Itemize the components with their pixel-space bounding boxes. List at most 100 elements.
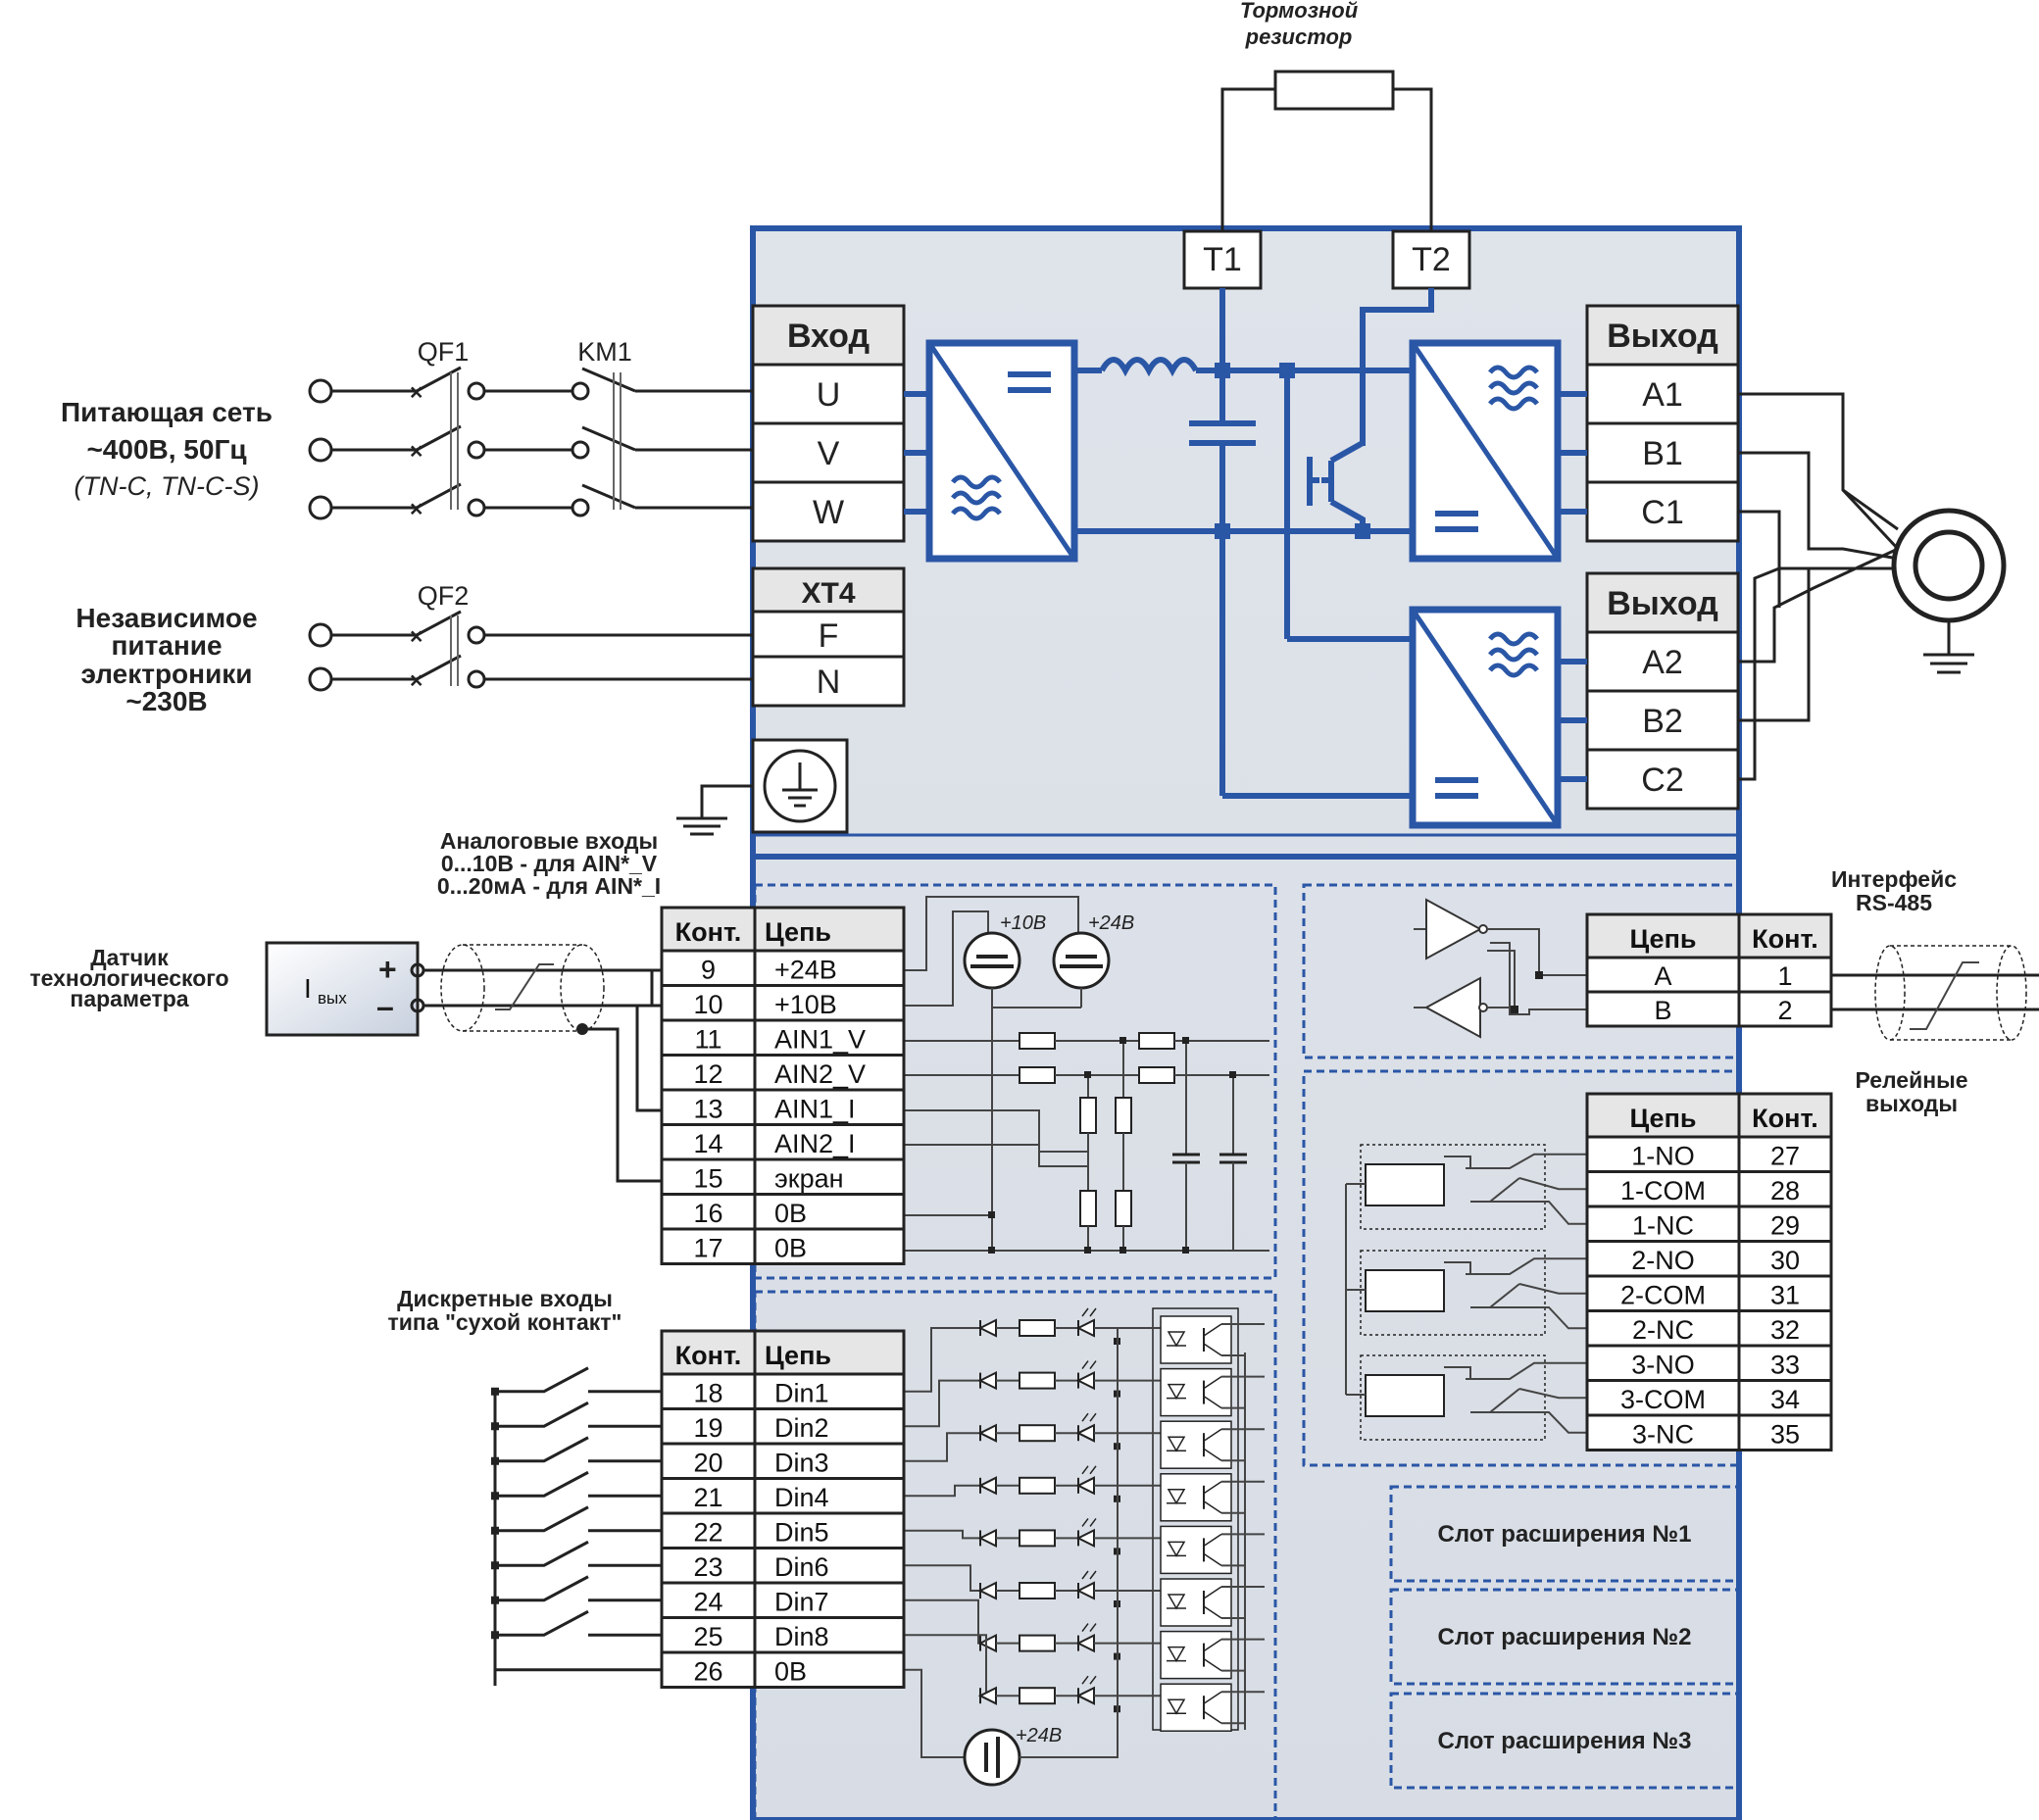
relay-cell-k: 34	[1770, 1385, 1800, 1414]
brake-igbt-wire	[1360, 288, 1434, 446]
relay-col-1: Цепь	[1630, 1104, 1697, 1133]
brake-igbt-icon	[1329, 440, 1365, 464]
analog-col-2: Цепь	[765, 917, 831, 947]
source-10v-icon	[963, 931, 1021, 990]
xt4-title: XT4	[801, 577, 855, 610]
slot-2-label: Слот расширения №2	[1438, 1624, 1692, 1650]
brake-wire	[1220, 87, 1433, 231]
relay-cell-k: 28	[1770, 1176, 1800, 1205]
terminal-a1-label: A1	[1642, 376, 1683, 414]
dry-contact-switch-icon	[495, 1436, 589, 1463]
sensor-label-3: параметра	[70, 986, 188, 1011]
relay-row	[1585, 1205, 1833, 1243]
dry-contact-switch-icon	[495, 1575, 589, 1602]
analog-cell-c: экран	[774, 1164, 844, 1194]
discrete-cell-c: Din7	[774, 1588, 829, 1617]
analog-row	[660, 1123, 906, 1161]
discrete-cell-c: Din6	[774, 1552, 829, 1582]
rs485-col-2: Конт.	[1752, 924, 1818, 954]
brake-label-2: резистор	[1245, 25, 1353, 49]
relay-cell-c: 1-COM	[1620, 1176, 1706, 1205]
qf2-label: QF2	[418, 581, 470, 611]
terminal-w-label: W	[813, 494, 844, 531]
input-title: Вход	[787, 318, 870, 355]
discrete-col-1: Конт.	[675, 1341, 742, 1370]
sensor-iout-sub: вых	[318, 989, 347, 1008]
rs485-col-1: Цепь	[1630, 924, 1697, 954]
ac-wave-icon	[1488, 631, 1539, 678]
relay-row	[1585, 1413, 1833, 1451]
relay-cell-k: 27	[1770, 1142, 1800, 1171]
sensor-label-2: технологического	[29, 965, 228, 991]
relay-cell-c: 3-COM	[1620, 1385, 1706, 1414]
analog-row	[660, 1088, 906, 1126]
analog-cell-k: 10	[693, 990, 722, 1019]
analog-cell-c: +10В	[774, 990, 837, 1019]
analog-cell-c: AIN1_I	[774, 1095, 856, 1124]
source-24v-din-icon	[963, 1728, 1021, 1787]
output1-title: Выход	[1607, 318, 1718, 355]
relay-cell-k: 31	[1770, 1281, 1800, 1310]
dc-choke	[1099, 357, 1199, 377]
mains-label-2: ~400В, 50Гц	[86, 434, 246, 465]
optocoupler-icon	[1160, 1683, 1232, 1732]
discrete-row	[660, 1581, 906, 1619]
ac-wave-icon	[951, 474, 1002, 521]
resistor-icon	[1019, 1476, 1056, 1495]
analog-cell-k: 11	[694, 1025, 721, 1055]
resistor-icon	[1019, 1319, 1056, 1337]
relay-header-1: Релейные	[1855, 1067, 1967, 1093]
analog-internals	[904, 896, 1269, 1254]
optocoupler-icon	[1160, 1420, 1232, 1469]
analog-panel	[753, 883, 1277, 1280]
analog-cell-k: 16	[693, 1199, 722, 1228]
analog-col-1: Конт.	[675, 917, 742, 947]
relay-internals	[1345, 1144, 1587, 1441]
brake-resistor	[1273, 70, 1395, 111]
discrete-cell-c: Din5	[774, 1518, 829, 1548]
rs485-header-1: Интерфейс	[1831, 866, 1957, 892]
analog-cell-c: 0В	[774, 1199, 807, 1228]
optocoupler-icon	[1160, 1367, 1232, 1417]
discrete-cell-k: 24	[693, 1588, 722, 1617]
resistor-icon	[1019, 1634, 1056, 1652]
svg-text:×: ×	[410, 667, 423, 693]
analog-cell-k: 15	[693, 1164, 722, 1194]
resistor-icon	[1019, 1687, 1056, 1705]
terminal-n-label: N	[817, 664, 841, 701]
src24-label: +24В	[1088, 912, 1134, 934]
terminal-c2-label: C2	[1641, 762, 1683, 799]
sensor-iout: I	[304, 973, 312, 1004]
discrete-header-2: типа "сухой контакт"	[388, 1309, 622, 1335]
analog-cell-c: AIN2_V	[774, 1059, 866, 1089]
terminal-u-label: U	[817, 376, 841, 414]
discrete-cell-k: 19	[693, 1413, 722, 1443]
mains-wiring: × × × × ×	[308, 366, 753, 693]
terminal-c1-label: C1	[1641, 494, 1683, 531]
discrete-cell-k: 21	[693, 1483, 722, 1512]
analog-cell-c: AIN2_I	[774, 1129, 856, 1158]
rs485-cell-k: 2	[1777, 996, 1792, 1025]
discrete-internals	[904, 1307, 1265, 1787]
discrete-row	[660, 1650, 906, 1689]
analog-cell-c: 0В	[774, 1234, 807, 1263]
discrete-row	[660, 1616, 906, 1654]
analog-cell-k: 13	[693, 1095, 722, 1124]
terminal-a2-label: A2	[1642, 644, 1683, 681]
terminal-b2-label: B2	[1642, 703, 1683, 740]
rs485-panel	[1302, 883, 1740, 1059]
terminal-c2	[1585, 748, 1740, 811]
discrete-cell-c: Din1	[774, 1379, 829, 1408]
dry-contacts	[491, 1366, 662, 1686]
discrete-cell-c: 0В	[774, 1657, 807, 1687]
relay-icon	[1360, 1144, 1546, 1230]
optocoupler-icon	[1160, 1630, 1232, 1680]
sensor-block	[265, 941, 420, 1037]
analog-row	[660, 1227, 906, 1265]
resistor-icon	[1019, 1424, 1056, 1443]
relay-cell-c: 2-NC	[1632, 1315, 1694, 1345]
terminal-v-label: V	[818, 435, 840, 472]
relay-cell-k: 29	[1770, 1211, 1800, 1241]
